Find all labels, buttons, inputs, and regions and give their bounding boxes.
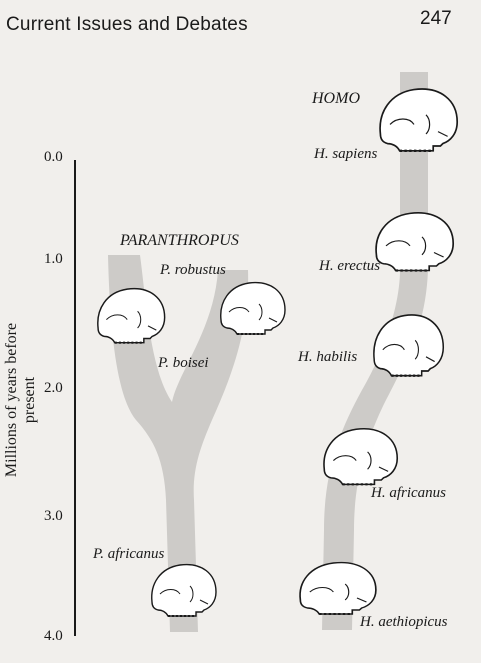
h-sapiens-label: H. sapiens: [314, 146, 377, 163]
p-boisei-skull-icon: [98, 289, 165, 343]
tick-label: 4.0: [44, 628, 63, 645]
h-aethiopicus-skull-icon: [300, 563, 376, 614]
p-africanus-label: P. africanus: [93, 546, 164, 563]
tick-label: 2.0: [44, 380, 63, 397]
h-africanus-skull-icon: [324, 429, 397, 485]
y-axis-label: Millions of years before present: [3, 315, 39, 485]
tick-label: 3.0: [44, 508, 63, 525]
homo-genus-label: HOMO: [312, 90, 360, 108]
h-erectus-label: H. erectus: [319, 258, 380, 275]
tick-label: 1.0: [44, 251, 63, 268]
tick-label: 0.0: [44, 149, 63, 166]
p-africanus-skull-icon: [152, 565, 216, 616]
h-sapiens-skull-icon: [380, 89, 457, 151]
h-aethiopicus-label: H. aethiopicus: [360, 614, 448, 631]
p-boisei-label: P. boisei: [158, 355, 209, 372]
h-erectus-skull-icon: [376, 213, 453, 271]
paranthropus-genus-label: PARANTHROPUS: [120, 232, 239, 250]
h-africanus-label: H. africanus: [371, 485, 446, 502]
p-robustus-label: P. robustus: [160, 262, 226, 279]
h-habilis-label: H. habilis: [298, 349, 357, 366]
h-habilis-skull-icon: [374, 315, 443, 376]
